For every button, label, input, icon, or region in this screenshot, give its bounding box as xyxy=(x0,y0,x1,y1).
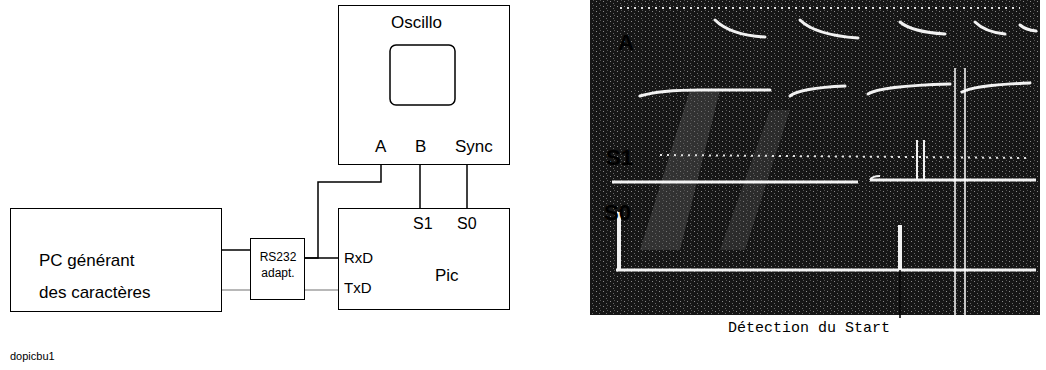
wire xyxy=(419,165,421,208)
box-text: Pic xyxy=(435,267,459,285)
wire xyxy=(222,249,250,251)
process-box: OscilloA B Sync xyxy=(338,5,510,165)
box-text: B xyxy=(415,138,426,156)
trace-s0 xyxy=(616,212,1036,270)
screen-symbol xyxy=(390,45,455,105)
signal-name: S0 xyxy=(604,200,631,226)
wire xyxy=(305,289,338,291)
box-text: TxD xyxy=(344,279,372,297)
wire xyxy=(466,165,468,208)
box-text: S0 xyxy=(457,215,477,233)
signal-name: A xyxy=(618,30,634,56)
scope-background xyxy=(590,0,1040,315)
process-box: PC générant des caractères xyxy=(10,208,222,312)
wire xyxy=(222,289,250,291)
cursor-lines xyxy=(955,68,965,315)
signal-name: S1 xyxy=(606,145,633,171)
box-text: RS232 adapt. xyxy=(254,249,302,281)
box-text: PC générant des caractères xyxy=(39,245,164,309)
box-text: Sync xyxy=(455,138,493,156)
box-text: A xyxy=(375,138,386,156)
note-label: dopicbu1 xyxy=(10,350,55,362)
leader-line xyxy=(899,270,901,318)
wire xyxy=(305,165,381,258)
process-box: RS232 adapt. xyxy=(250,238,305,300)
trace-a xyxy=(640,20,1036,96)
process-box: S1 S0RxD TxD Pic xyxy=(338,208,510,310)
trace-s1 xyxy=(612,140,1036,182)
note-label: Détection du Start xyxy=(728,320,890,337)
box-text: RxD xyxy=(344,249,373,267)
box-text: S1 xyxy=(413,215,433,233)
box-text: Oscillo xyxy=(391,14,442,32)
